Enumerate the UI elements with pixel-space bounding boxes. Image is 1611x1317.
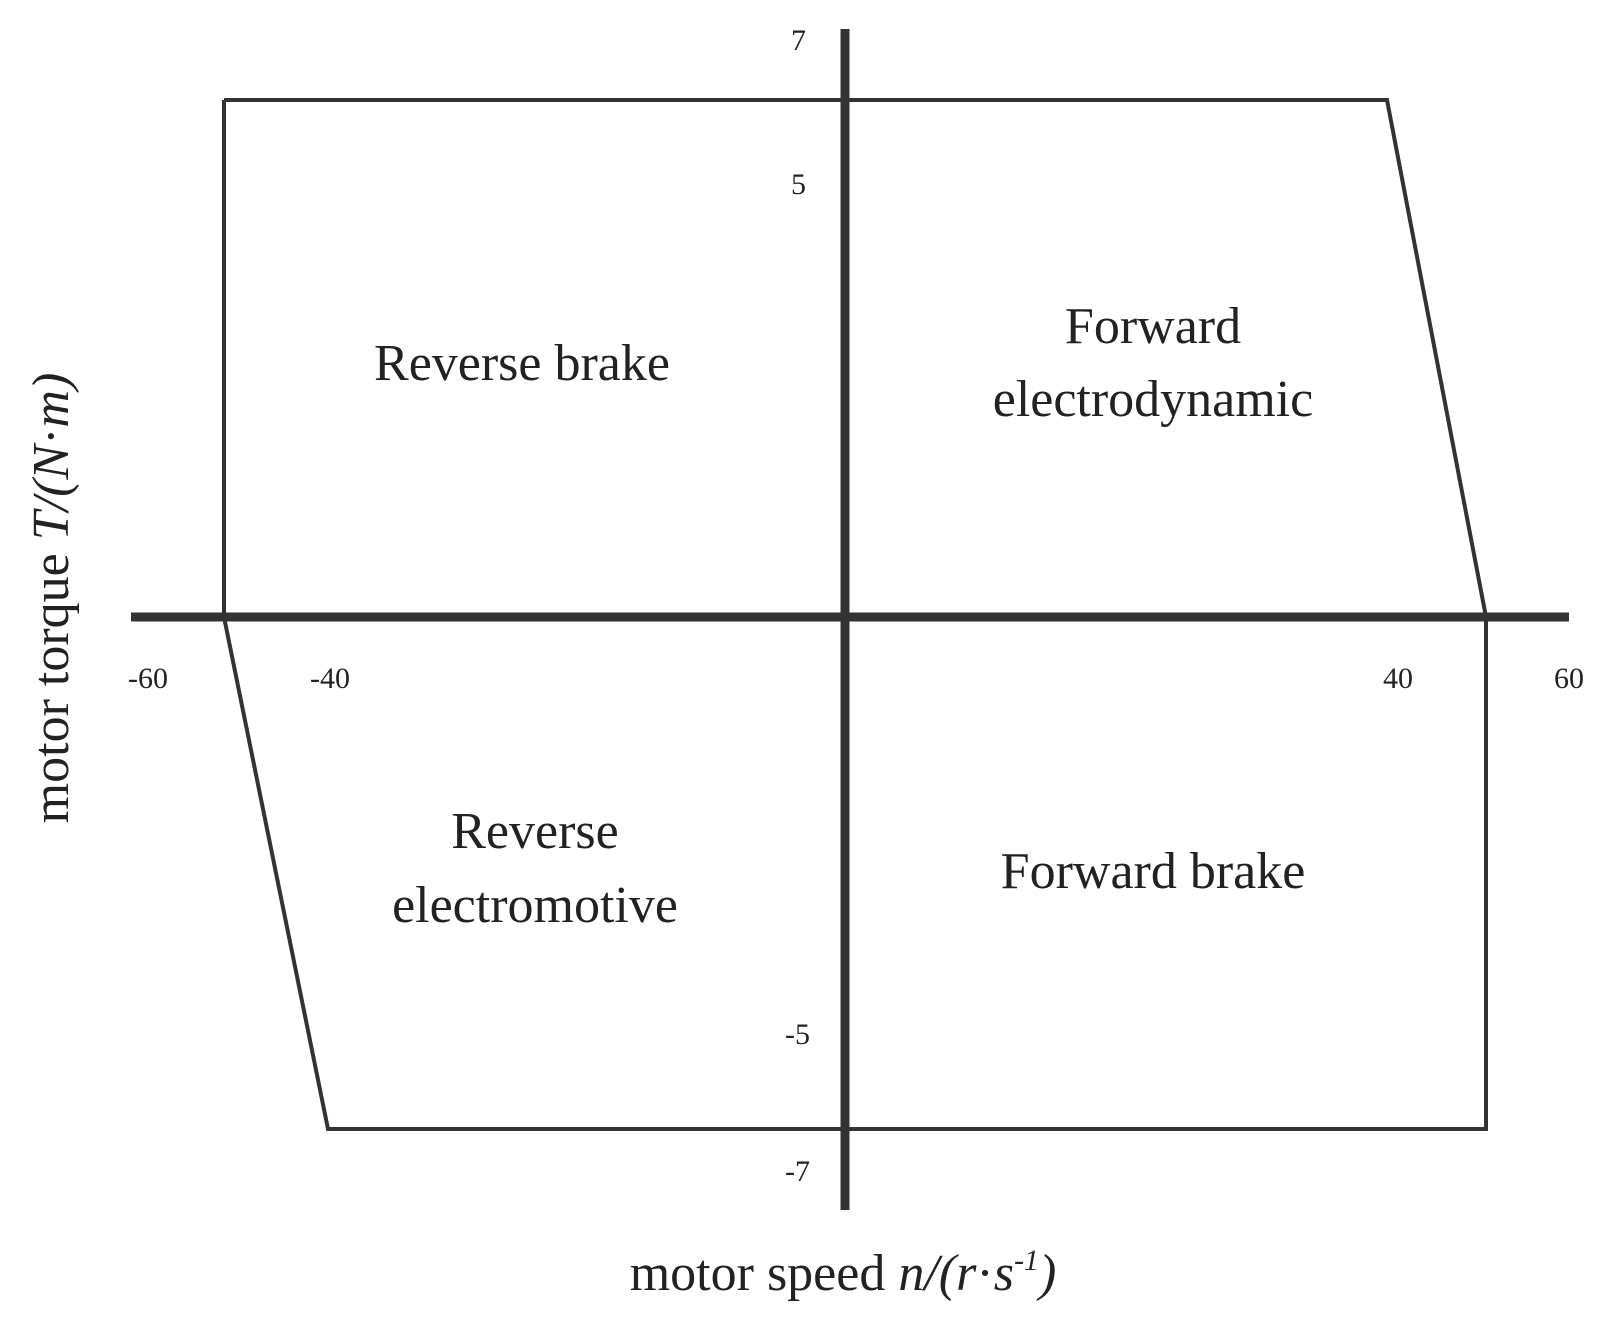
y-tick-label: 7 bbox=[791, 24, 806, 57]
region-label-reverse-electromotive-line1: Reverse bbox=[451, 803, 618, 860]
region-label-forward-electrodynamic-line2: electrodynamic bbox=[993, 371, 1314, 428]
y-axis-title: motor torque T/(N·m) bbox=[23, 373, 80, 824]
x-tick-label: 60 bbox=[1554, 662, 1584, 695]
y-tick-label: -5 bbox=[785, 1018, 810, 1051]
region-label-forward-brake: Forward brake bbox=[1001, 843, 1306, 900]
y-tick-label: -7 bbox=[785, 1155, 810, 1188]
region-label-reverse-brake: Reverse brake bbox=[374, 335, 670, 392]
y-tick-label: 5 bbox=[791, 168, 806, 201]
region-label-forward-electrodynamic-line1: Forward bbox=[1065, 298, 1241, 355]
x-tick-label: -60 bbox=[128, 662, 168, 695]
x-tick-label: -40 bbox=[310, 662, 350, 695]
x-axis-title: motor speed n/(r·s-1) bbox=[630, 1244, 1057, 1302]
x-tick-label: 40 bbox=[1383, 662, 1413, 695]
region-label-reverse-electromotive-line2: electromotive bbox=[392, 877, 678, 934]
